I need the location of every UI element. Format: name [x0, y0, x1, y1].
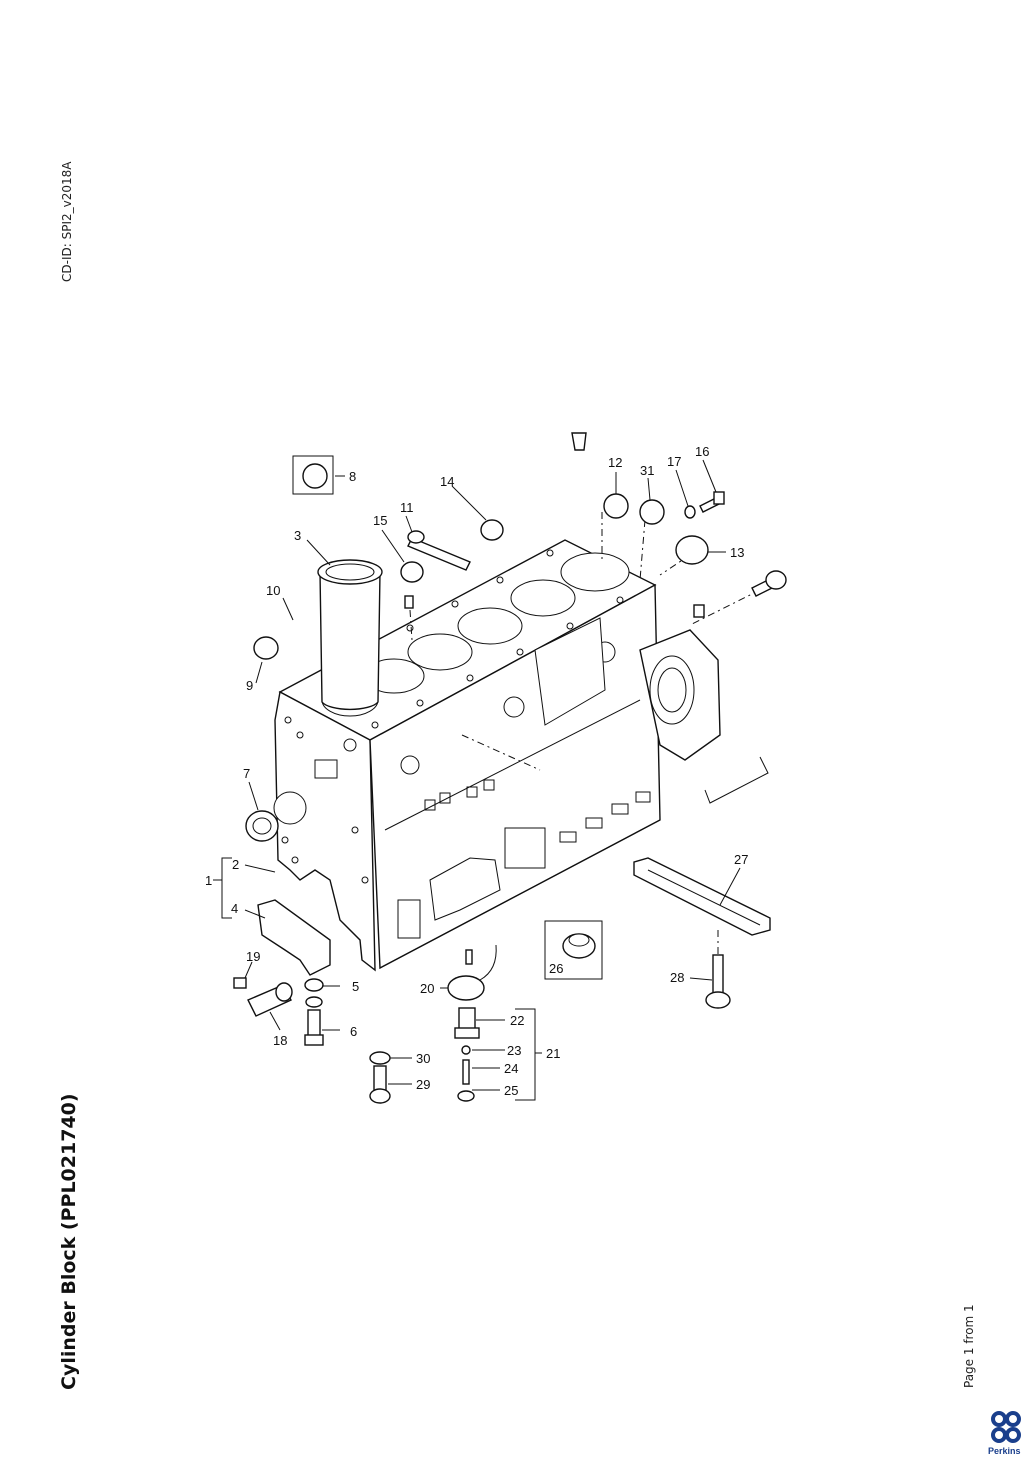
callout-9: 9 — [246, 678, 253, 693]
callout-24: 24 — [504, 1061, 518, 1076]
callout-28: 28 — [670, 970, 684, 985]
callout-13: 13 — [730, 545, 744, 560]
callout-3: 3 — [294, 528, 301, 543]
callout-11: 11 — [400, 500, 414, 515]
callout-6: 6 — [350, 1024, 357, 1039]
callout-18: 18 — [273, 1033, 287, 1048]
perkins-logo-icon — [991, 1411, 1021, 1443]
callout-labels: 1 2 3 4 5 6 7 8 9 10 11 12 13 14 15 16 1… — [205, 444, 748, 1098]
callout-31: 31 — [640, 463, 654, 478]
callout-7: 7 — [243, 766, 250, 781]
callout-20: 20 — [420, 981, 434, 996]
callout-29: 29 — [416, 1077, 430, 1092]
brand-name: Perkins — [988, 1446, 1021, 1456]
callout-23: 23 — [507, 1043, 521, 1058]
callout-22: 22 — [510, 1013, 524, 1028]
callout-26: 26 — [549, 961, 563, 976]
callout-17: 17 — [667, 454, 681, 469]
callout-5: 5 — [352, 979, 359, 994]
callout-27: 27 — [734, 852, 748, 867]
callout-4: 4 — [231, 901, 238, 916]
callout-19: 19 — [246, 949, 260, 964]
callout-1: 1 — [205, 873, 212, 888]
callout-12: 12 — [608, 455, 622, 470]
leader-lines — [213, 459, 741, 1101]
callout-30: 30 — [416, 1051, 430, 1066]
cylinder-liner — [317, 559, 383, 711]
callout-8: 8 — [349, 469, 356, 484]
callout-2: 2 — [232, 857, 239, 872]
callout-25: 25 — [504, 1083, 518, 1098]
callout-15: 15 — [373, 513, 387, 528]
callout-21: 21 — [546, 1046, 560, 1061]
plug-top — [571, 432, 587, 451]
callout-14: 14 — [440, 474, 454, 489]
callout-10: 10 — [266, 583, 280, 598]
callout-16: 16 — [695, 444, 709, 459]
bearing-cap — [257, 899, 331, 976]
